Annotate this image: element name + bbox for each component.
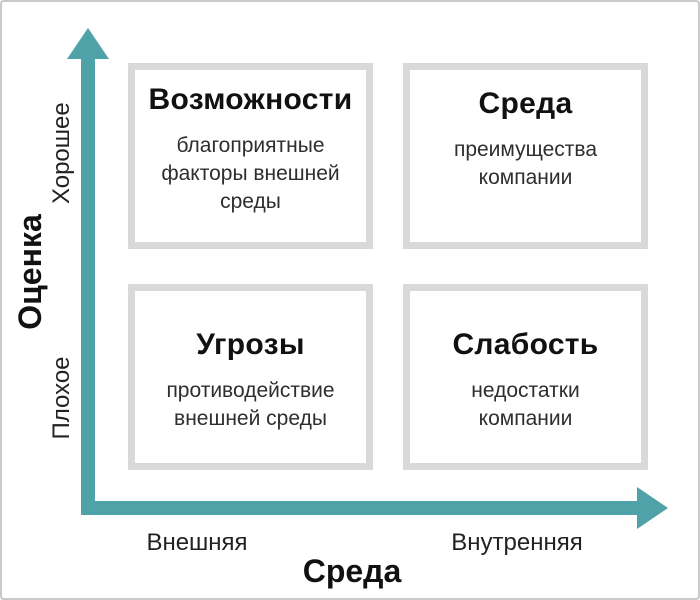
y-axis-title: Оценка (12, 214, 48, 330)
x-axis-label-internal: Внутренняя (451, 529, 583, 556)
y-axis-line (81, 56, 95, 515)
y-axis-label-good: Хорошее (48, 102, 75, 204)
quadrant-opportunities: Возможности благоприятные факторы внешне… (128, 63, 373, 249)
x-axis-line (81, 501, 638, 515)
x-axis-label-external: Внешняя (146, 529, 248, 556)
quadrant-description: недостатки компании (471, 379, 580, 430)
quadrant-description: благоприятные факторы внешней среды (161, 134, 340, 213)
quadrant-description: противодействие внешней среды (166, 379, 335, 430)
x-axis-title: Среда (302, 553, 402, 589)
x-axis-arrowhead-icon (637, 487, 668, 529)
quadrant-weakness: Слабость недостатки компании (403, 284, 648, 470)
quadrant-threats: Угрозы противодействие внешней среды (128, 284, 373, 470)
quadrant-title: Угрозы (196, 328, 305, 361)
quadrant-title: Возможности (148, 83, 353, 116)
quadrant-title: Среда (478, 87, 573, 120)
quadrant-environment: Среда преимущества компании (403, 63, 648, 249)
quadrant-description: преимущества компании (453, 138, 598, 189)
quadrant-title: Слабость (452, 328, 599, 361)
y-axis-label-bad: Плохое (48, 356, 75, 440)
y-axis-arrowhead-icon (67, 28, 109, 59)
